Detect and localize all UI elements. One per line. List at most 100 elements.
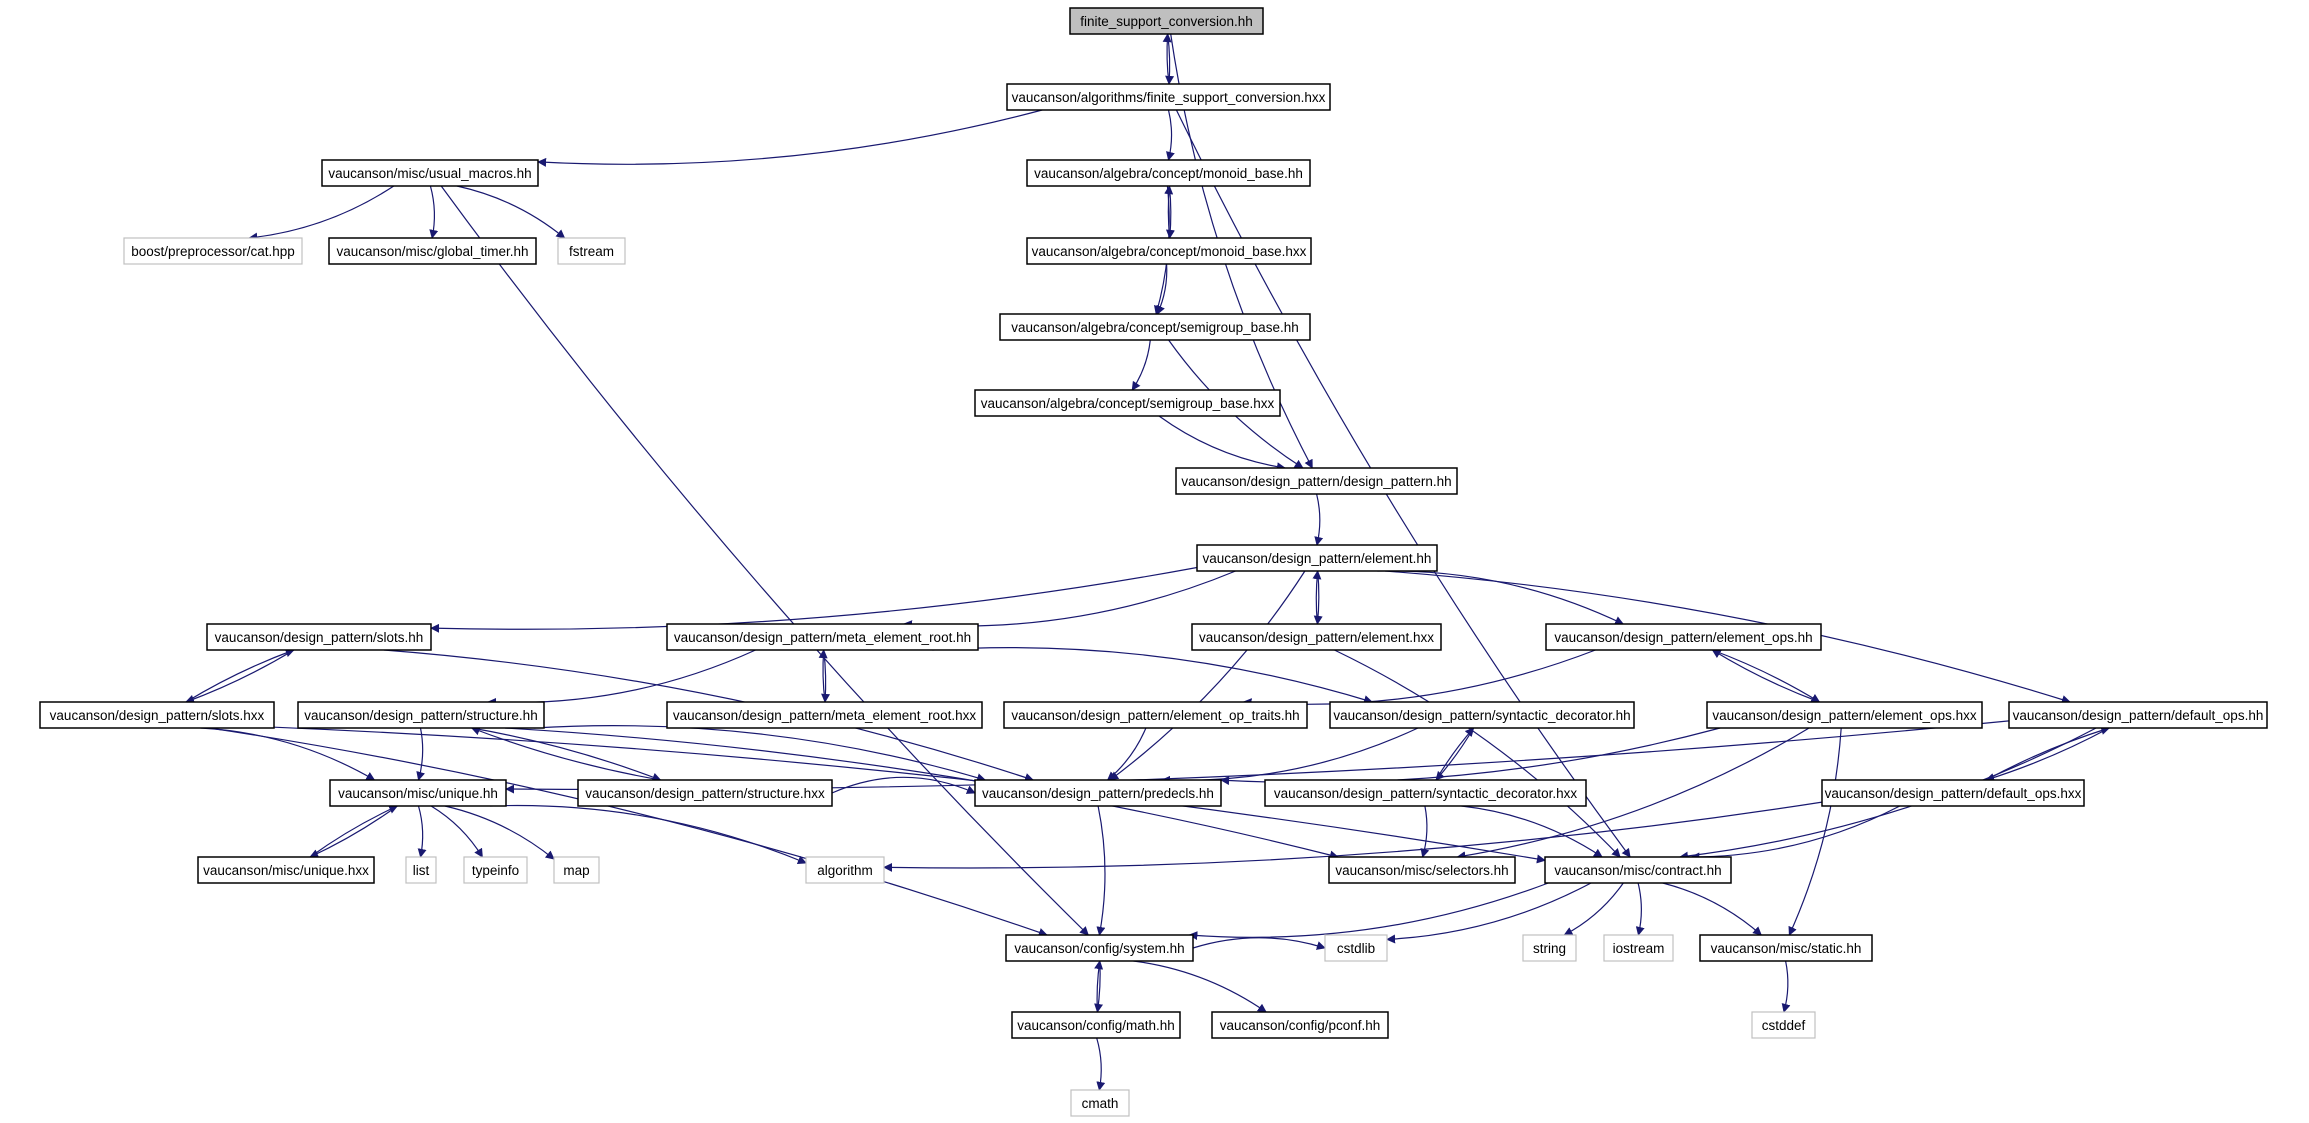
node-label: vaucanson/design_pattern/structure.hh (304, 708, 537, 723)
node-vaucanson-design-pattern-element-ops-hh[interactable]: vaucanson/design_pattern/element_ops.hh (1545, 623, 1822, 651)
node-label: vaucanson/design_pattern/predecls.hh (982, 786, 1214, 801)
node-label: vaucanson/design_pattern/default_ops.hh (2013, 708, 2264, 723)
edge-vaucanson-misc-unique-hh-to-algorithm (490, 804, 807, 865)
node-boost-preprocessor-cat-hpp[interactable]: boost/preprocessor/cat.hpp (123, 237, 303, 265)
node-box (1175, 467, 1458, 495)
node-box (1544, 856, 1732, 884)
edge-vaucanson-design-pattern-syntactic-decorator-hxx-to-vaucanson-design-pattern-syntactic-decorator-hh (1435, 727, 1475, 781)
edge-vaucanson-misc-contract-hh-to-vaucanson-misc-static-hh (1662, 882, 1762, 936)
node-vaucanson-design-pattern-design-pattern-hh[interactable]: vaucanson/design_pattern/design_pattern.… (1175, 467, 1458, 495)
edge-vaucanson-design-pattern-default-ops-hxx-to-algorithm (883, 801, 1823, 872)
node-box (1191, 623, 1442, 651)
node-vaucanson-design-pattern-element-ops-hxx[interactable]: vaucanson/design_pattern/element_ops.hxx (1706, 701, 1983, 729)
node-string[interactable]: string (1522, 934, 1577, 962)
edge-layer (185, 33, 2111, 1091)
edge-vaucanson-design-pattern-element-ops-hxx-to-vaucanson-misc-static-hh (1788, 727, 1842, 936)
edge-vaucanson-design-pattern-element-hh-to-vaucanson-design-pattern-meta-element-root-hh (903, 570, 1236, 630)
node-fstream[interactable]: fstream (557, 237, 626, 265)
edge-vaucanson-design-pattern-structure-hxx-to-vaucanson-design-pattern-predecls-hh (831, 776, 976, 794)
node-vaucanson-design-pattern-element-hh[interactable]: vaucanson/design_pattern/element.hh (1196, 544, 1438, 572)
edge-vaucanson-design-pattern-element-hh-to-vaucanson-design-pattern-predecls-hh (1109, 570, 1306, 781)
node-label: typeinfo (472, 863, 519, 878)
node-list[interactable]: list (405, 856, 437, 884)
node-vaucanson-misc-usual-macros-hh[interactable]: vaucanson/misc/usual_macros.hh (321, 159, 539, 187)
edge-vaucanson-design-pattern-structure-hxx-to-vaucanson-design-pattern-structure-hh (470, 726, 661, 781)
edge-vaucanson-design-pattern-meta-element-root-hh-to-vaucanson-design-pattern-structure-hh (487, 649, 756, 707)
edge-vaucanson-design-pattern-element-ops-hxx-to-vaucanson-misc-selectors-hh (1456, 727, 1810, 861)
node-box (805, 856, 885, 884)
node-algorithm[interactable]: algorithm (805, 856, 885, 884)
node-vaucanson-misc-selectors-hh[interactable]: vaucanson/misc/selectors.hh (1328, 856, 1516, 884)
node-vaucanson-design-pattern-syntactic-decorator-hh[interactable]: vaucanson/design_pattern/syntactic_decor… (1329, 701, 1635, 729)
edge-vaucanson-misc-unique-hxx-to-vaucanson-misc-unique-hh (309, 805, 399, 858)
node-vaucanson-design-pattern-meta-element-root-hxx[interactable]: vaucanson/design_pattern/meta_element_ro… (666, 701, 983, 729)
node-box (297, 701, 545, 729)
node-cstddef[interactable]: cstddef (1751, 1011, 1816, 1039)
node-box (1006, 83, 1331, 111)
edge-vaucanson-config-math-hh-to-cmath (1096, 1037, 1106, 1091)
node-label: vaucanson/misc/unique.hxx (203, 863, 369, 878)
node-box (1699, 934, 1873, 962)
node-label: vaucanson/design_pattern/syntactic_decor… (1274, 786, 1577, 801)
node-label: vaucanson/design_pattern/syntactic_decor… (1333, 708, 1630, 723)
node-box (1324, 934, 1388, 962)
node-label: vaucanson/design_pattern/element_ops.hh (1554, 630, 1812, 645)
node-vaucanson-config-system-hh[interactable]: vaucanson/config/system.hh (1005, 934, 1194, 962)
edge-vaucanson-design-pattern-element-ops-hh-to-vaucanson-design-pattern-element-op-traits-hh (1242, 649, 1596, 708)
edge-vaucanson-design-pattern-design-pattern-hh-to-vaucanson-design-pattern-element-hh (1314, 493, 1324, 546)
node-vaucanson-algebra-concept-semigroup-base-hxx[interactable]: vaucanson/algebra/concept/semigroup_base… (974, 389, 1281, 417)
node-label: vaucanson/misc/contract.hh (1554, 863, 1721, 878)
node-vaucanson-design-pattern-predecls-hh[interactable]: vaucanson/design_pattern/predecls.hh (974, 779, 1222, 807)
node-vaucanson-misc-global-timer-hh[interactable]: vaucanson/misc/global_timer.hh (328, 237, 537, 265)
node-map[interactable]: map (553, 856, 600, 884)
node-vaucanson-design-pattern-structure-hxx[interactable]: vaucanson/design_pattern/structure.hxx (577, 779, 833, 807)
node-vaucanson-design-pattern-element-op-traits-hh[interactable]: vaucanson/design_pattern/element_op_trai… (1003, 701, 1308, 729)
node-iostream[interactable]: iostream (1603, 934, 1674, 962)
node-label: vaucanson/misc/usual_macros.hh (328, 166, 531, 181)
node-typeinfo[interactable]: typeinfo (463, 856, 528, 884)
edge-vaucanson-misc-usual-macros-hh-to-vaucanson-misc-global-timer-hh (429, 185, 439, 239)
node-vaucanson-misc-static-hh[interactable]: vaucanson/misc/static.hh (1699, 934, 1873, 962)
node-vaucanson-algorithms-finite-support-conversion-hxx[interactable]: vaucanson/algorithms/finite_support_conv… (1006, 83, 1331, 111)
node-vaucanson-config-math-hh[interactable]: vaucanson/config/math.hh (1011, 1011, 1181, 1039)
node-vaucanson-design-pattern-syntactic-decorator-hxx[interactable]: vaucanson/design_pattern/syntactic_decor… (1264, 779, 1587, 807)
edge-vaucanson-algorithms-finite-support-conversion-hxx-to-vaucanson-algebra-concept-monoid-base-hh (1166, 109, 1175, 161)
node-vaucanson-algebra-concept-monoid-base-hxx[interactable]: vaucanson/algebra/concept/monoid_base.hx… (1026, 237, 1312, 265)
node-vaucanson-design-pattern-slots-hxx[interactable]: vaucanson/design_pattern/slots.hxx (39, 701, 275, 729)
node-box (1005, 934, 1194, 962)
edge-vaucanson-config-math-hh-to-vaucanson-config-system-hh (1094, 960, 1104, 1013)
node-vaucanson-design-pattern-element-hxx[interactable]: vaucanson/design_pattern/element.hxx (1191, 623, 1442, 651)
node-vaucanson-design-pattern-default-ops-hh[interactable]: vaucanson/design_pattern/default_ops.hh (2008, 701, 2268, 729)
node-label: vaucanson/algebra/concept/semigroup_base… (1011, 320, 1298, 335)
node-box (39, 701, 275, 729)
node-label: vaucanson/misc/global_timer.hh (336, 244, 528, 259)
node-finite-support-conversion-hh[interactable]: finite_support_conversion.hh (1069, 7, 1264, 35)
node-label: vaucanson/algebra/concept/monoid_base.hh (1034, 166, 1303, 181)
node-box (1026, 159, 1311, 187)
edge-vaucanson-design-pattern-element-op-traits-hh-to-vaucanson-design-pattern-predecls-hh (1106, 727, 1147, 781)
node-label: vaucanson/misc/selectors.hh (1335, 863, 1508, 878)
node-label: boost/preprocessor/cat.hpp (131, 244, 295, 259)
node-box (1026, 237, 1312, 265)
node-box (206, 623, 432, 651)
node-label: vaucanson/design_pattern/element.hh (1203, 551, 1432, 566)
node-vaucanson-algebra-concept-monoid-base-hh[interactable]: vaucanson/algebra/concept/monoid_base.hh (1026, 159, 1311, 187)
node-box (1211, 1011, 1389, 1039)
node-vaucanson-design-pattern-structure-hh[interactable]: vaucanson/design_pattern/structure.hh (297, 701, 545, 729)
edge-vaucanson-design-pattern-element-ops-hxx-to-vaucanson-design-pattern-predecls-hh (1220, 727, 1721, 786)
node-cstdlib[interactable]: cstdlib (1324, 934, 1388, 962)
node-vaucanson-misc-contract-hh[interactable]: vaucanson/misc/contract.hh (1544, 856, 1732, 884)
node-vaucanson-config-pconf-hh[interactable]: vaucanson/config/pconf.hh (1211, 1011, 1389, 1039)
node-vaucanson-algebra-concept-semigroup-base-hh[interactable]: vaucanson/algebra/concept/semigroup_base… (999, 313, 1311, 341)
node-box (1751, 1011, 1816, 1039)
node-vaucanson-misc-unique-hxx[interactable]: vaucanson/misc/unique.hxx (197, 856, 375, 884)
node-vaucanson-design-pattern-default-ops-hxx[interactable]: vaucanson/design_pattern/default_ops.hxx (1821, 779, 2085, 807)
node-label: vaucanson/config/math.hh (1017, 1018, 1175, 1033)
node-vaucanson-misc-unique-hh[interactable]: vaucanson/misc/unique.hh (329, 779, 507, 807)
edge-vaucanson-misc-static-hh-to-cstddef (1781, 960, 1791, 1013)
node-label: vaucanson/algorithms/finite_support_conv… (1012, 90, 1326, 105)
edge-vaucanson-design-pattern-slots-hh-to-vaucanson-design-pattern-slots-hxx (185, 649, 295, 704)
node-vaucanson-design-pattern-slots-hh[interactable]: vaucanson/design_pattern/slots.hh (206, 623, 432, 651)
node-cmath[interactable]: cmath (1070, 1089, 1130, 1117)
node-vaucanson-design-pattern-meta-element-root-hh[interactable]: vaucanson/design_pattern/meta_element_ro… (666, 623, 979, 651)
